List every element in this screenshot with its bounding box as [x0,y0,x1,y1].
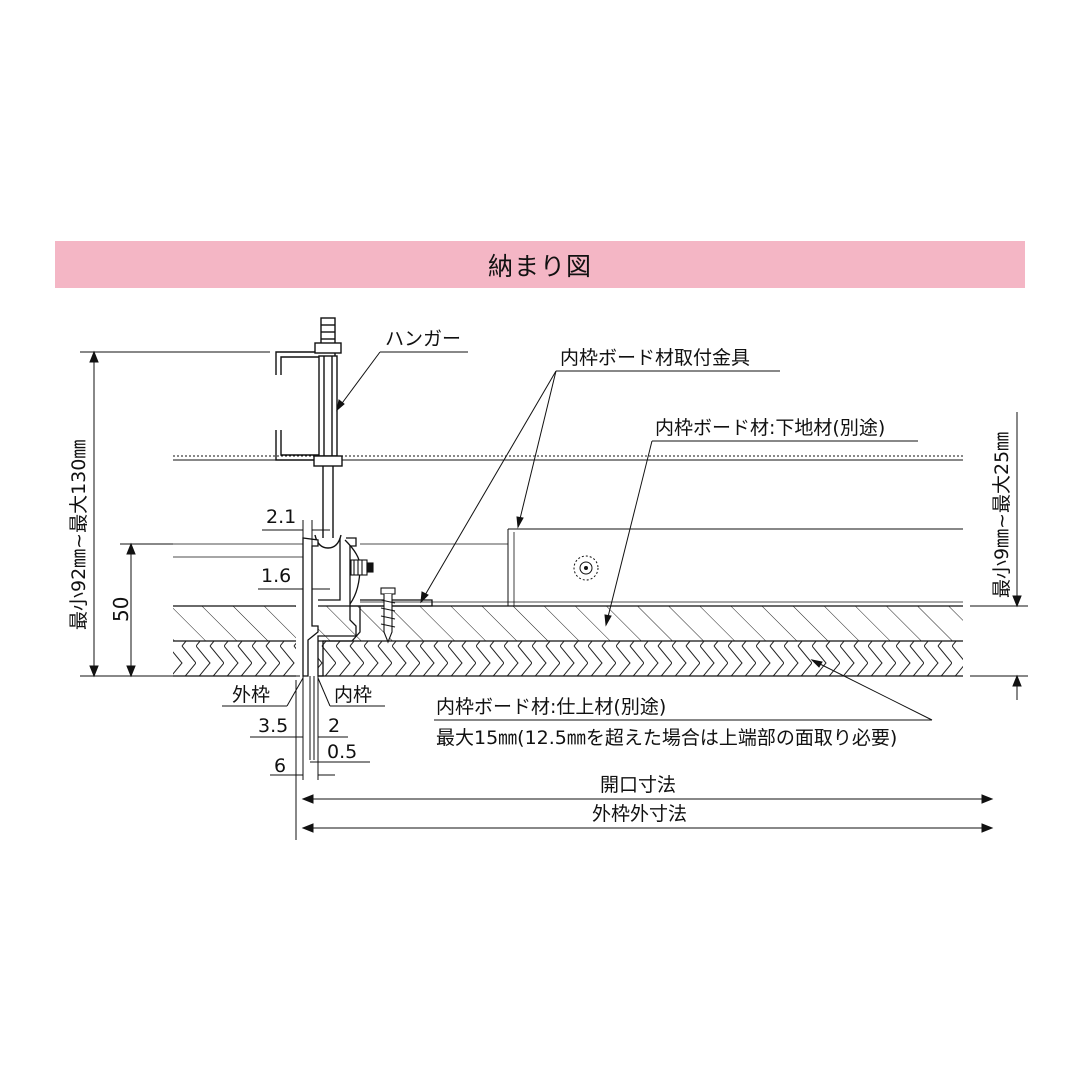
left-range-label: 最小92㎜~最大130㎜ [68,440,90,630]
dim-3-5: 3.5 [258,715,288,737]
height-50-label: 50 [109,597,133,622]
small-dimensions [250,520,370,840]
dim-2-1: 2.1 [266,506,296,528]
hanger-label: ハンガー [385,328,461,350]
finish-board-layer [173,641,963,677]
bracket-label: 内枠ボード材取付金具 [560,347,750,369]
inner-frame-label: 内枠 [334,684,372,706]
finish-board-label: 内枠ボード材:仕上材(別途) [436,696,666,718]
horizontal-dimensions [301,794,994,833]
right-range-dimension [970,412,1028,700]
ceiling-lines [173,455,963,606]
right-range-label: 最小9㎜~最大25㎜ [991,432,1013,598]
dim-1-6: 1.6 [261,565,291,587]
wood-screw-icon [380,587,396,644]
opening-dim-label: 開口寸法 [600,774,676,796]
height-50-dimension [120,542,173,678]
hanger-assembly [275,317,343,549]
dim-0-5: 0.5 [327,741,357,763]
dim-6: 6 [274,755,286,777]
dim-2: 2 [328,715,340,737]
diagram-title: 納まり図 [487,251,592,281]
outer-frame-label: 外枠 [232,684,270,706]
frame-leaders [222,677,385,707]
outer-dim-label: 外枠外寸法 [592,803,687,825]
title-bar: 納まり図 [55,241,1025,288]
left-range-dimension [80,350,300,678]
finish-note: 最大15㎜(12.5㎜を超えた場合は上端部の面取り必要) [436,727,897,749]
callout-leaders [336,351,933,721]
base-board-label: 内枠ボード材:下地材(別途) [655,417,885,439]
base-board-layer [173,605,963,642]
bolt-icon [573,555,599,581]
screw-icon [350,559,374,576]
